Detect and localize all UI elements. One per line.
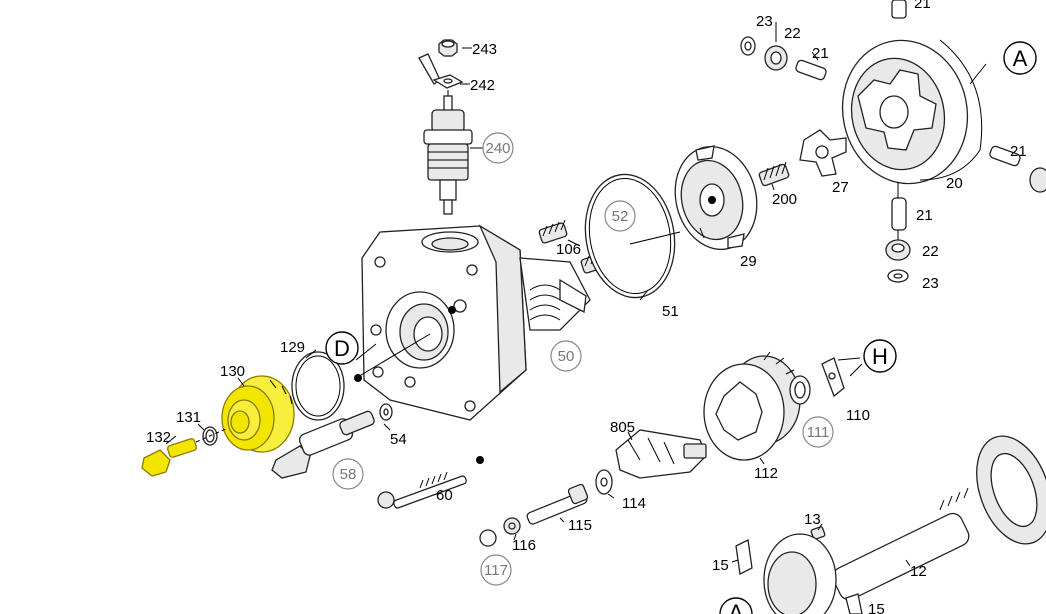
- part-drive-gear: [976, 435, 1046, 545]
- svg-text:240: 240: [485, 140, 510, 157]
- label-131: 131: [176, 409, 201, 426]
- part-12-drive-shaft: [832, 487, 970, 601]
- part-13-key: [810, 526, 826, 540]
- label-112: 112: [754, 465, 778, 482]
- part-200-spring: [758, 161, 790, 187]
- part-50-spring-assembly: [519, 257, 591, 331]
- svg-text:50: 50: [558, 348, 575, 365]
- label-15-right: 15: [868, 601, 885, 614]
- label-22-top: 22: [784, 25, 801, 42]
- label-132: 132: [146, 429, 171, 446]
- svg-text:52: 52: [612, 208, 629, 225]
- label-23-top: 23: [756, 13, 773, 30]
- svg-text:H: H: [872, 344, 888, 369]
- part-29-cam-plate: [674, 145, 758, 251]
- part-54-washer: [379, 403, 393, 421]
- callout-52: 52: [604, 200, 636, 232]
- part-coupling-disc: [763, 533, 837, 614]
- part-130-fitting-highlighted: [221, 375, 295, 453]
- svg-text:A: A: [1013, 46, 1028, 71]
- svg-text:117: 117: [484, 562, 508, 579]
- svg-text:D: D: [334, 336, 350, 361]
- part-51-o-ring: [584, 173, 676, 299]
- callout-240: 240: [482, 132, 514, 164]
- part-129-o-ring: [291, 351, 345, 421]
- label-15-left: 15: [712, 557, 729, 574]
- callout-50: 50: [550, 340, 582, 372]
- svg-text:A: A: [729, 600, 744, 614]
- part-23-washer-bottom: [887, 269, 909, 283]
- svg-text:111: 111: [807, 424, 830, 441]
- callout-letter-h: H: [863, 339, 897, 373]
- part-20-roller-ring: [841, 39, 983, 185]
- part-110-clip: [821, 357, 845, 398]
- part-27-cross-piece: [799, 129, 847, 177]
- callout-58: 58: [332, 458, 364, 490]
- part-116-nut: [503, 517, 521, 535]
- part-21-pin-top: [795, 59, 827, 81]
- part-21-pin-bottom: [891, 197, 907, 231]
- part-805-lever: [615, 429, 707, 479]
- part-23-washer-top: [740, 36, 756, 56]
- label-12: 12: [910, 563, 927, 580]
- label-21-right: 21: [1010, 143, 1027, 160]
- label-13: 13: [804, 511, 821, 528]
- label-21-pin: 21: [812, 45, 829, 62]
- leader-lines: [165, 22, 987, 567]
- label-805: 805: [610, 419, 635, 436]
- label-242: 242: [470, 77, 495, 94]
- part-117-cap: [479, 529, 497, 547]
- part-242-bracket: [418, 53, 464, 89]
- part-22-roller-bottom: [885, 239, 911, 261]
- part-243-nut: [438, 39, 458, 57]
- part-60-screw: [377, 456, 484, 509]
- label-29: 29: [740, 253, 757, 270]
- label-114: 114: [622, 495, 646, 512]
- callout-117: 117: [480, 554, 512, 586]
- pump-housing: [354, 224, 527, 421]
- part-22-roller-top: [764, 45, 788, 71]
- callout-letter-d: D: [325, 331, 359, 365]
- label-21-bottom: 21: [916, 207, 933, 224]
- label-21-roller-top: 21: [914, 0, 931, 12]
- part-240-solenoid: [423, 95, 473, 215]
- part-21-roller-top: [891, 0, 907, 19]
- part-58-connector: [271, 410, 375, 479]
- label-129: 129: [280, 339, 305, 356]
- label-116: 116: [512, 537, 536, 554]
- label-22-bottom: 22: [922, 243, 939, 260]
- part-112-gear-hub: [703, 351, 801, 461]
- label-243: 243: [472, 41, 497, 58]
- label-106: 106: [556, 241, 581, 258]
- svg-text:58: 58: [340, 466, 357, 483]
- label-130: 130: [220, 363, 245, 380]
- label-115: 115: [568, 517, 592, 534]
- part-15-block: [735, 539, 753, 575]
- label-51: 51: [662, 303, 679, 320]
- part-15-block-lower: [845, 593, 863, 614]
- label-200: 200: [772, 191, 797, 208]
- part-111-washer: [789, 375, 811, 405]
- label-23-bottom: 23: [922, 275, 939, 292]
- label-110: 110: [846, 407, 870, 424]
- callout-letter-a-bottom: A: [719, 597, 753, 614]
- label-60: 60: [436, 487, 453, 504]
- part-132-banjo-bolt-highlighted: [141, 438, 198, 477]
- part-115-shaft: [526, 483, 589, 525]
- callout-letter-a: A: [1003, 41, 1037, 75]
- callout-111: 111: [802, 416, 834, 448]
- label-27: 27: [832, 179, 849, 196]
- label-54: 54: [390, 431, 407, 448]
- label-20: 20: [946, 175, 963, 192]
- part-114-washer: [595, 469, 613, 495]
- part-21-pin-right: [989, 145, 1046, 193]
